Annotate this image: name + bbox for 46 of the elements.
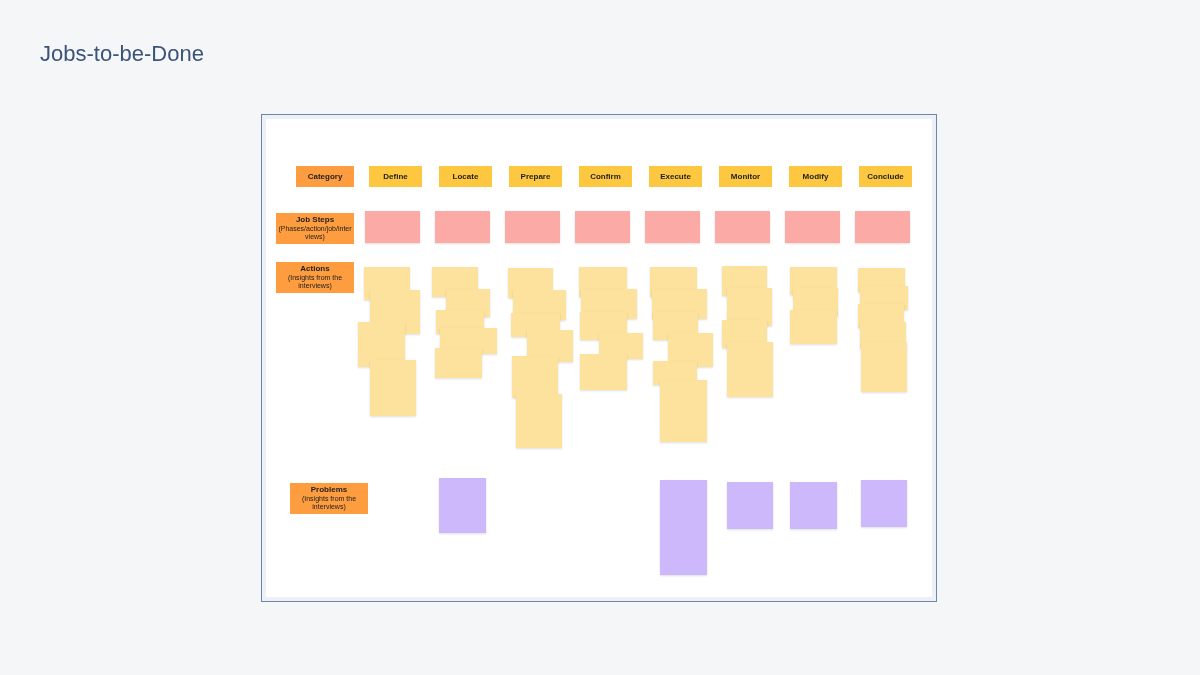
step-header bbox=[859, 166, 912, 187]
sticky-note bbox=[790, 310, 837, 344]
step-header bbox=[719, 166, 772, 187]
heading-text: Monitor bbox=[730, 171, 761, 182]
row-label bbox=[296, 166, 354, 187]
sticky-note bbox=[861, 342, 907, 392]
step-header bbox=[649, 166, 702, 187]
sticky-note bbox=[439, 478, 486, 533]
heading-text: Conclude bbox=[867, 171, 904, 182]
row-label bbox=[276, 213, 354, 244]
heading-text: Confirm bbox=[590, 171, 621, 182]
heading-text: Category bbox=[307, 171, 343, 182]
sticky-note bbox=[435, 211, 490, 243]
sticky-note bbox=[516, 394, 562, 448]
sticky-note bbox=[785, 211, 840, 243]
sticky-note bbox=[365, 211, 420, 243]
sticky-note bbox=[435, 348, 482, 378]
heading-text: Job Steps bbox=[295, 215, 335, 225]
step-header bbox=[509, 166, 562, 187]
step-header bbox=[579, 166, 632, 187]
heading-text: Prepare bbox=[520, 171, 551, 182]
row-label bbox=[276, 262, 354, 293]
heading-text: Modify bbox=[802, 171, 829, 182]
sticky-note bbox=[790, 482, 837, 529]
sticky-note bbox=[660, 380, 707, 442]
step-header bbox=[369, 166, 422, 187]
heading-text: Define bbox=[383, 171, 408, 182]
sticky-note bbox=[505, 211, 560, 243]
sticky-note bbox=[645, 211, 700, 243]
heading-text: Problems bbox=[310, 485, 348, 495]
heading-text: Execute bbox=[660, 171, 691, 182]
sticky-note bbox=[660, 480, 707, 575]
step-header bbox=[789, 166, 842, 187]
row-label bbox=[290, 483, 368, 514]
sticky-note bbox=[727, 482, 773, 529]
sticky-note bbox=[370, 360, 416, 416]
heading-text: Actions bbox=[300, 264, 330, 274]
sticky-note bbox=[861, 480, 907, 527]
sticky-note bbox=[715, 211, 770, 243]
page-title: Jobs-to-be-Done bbox=[40, 41, 204, 67]
heading-text: Locate bbox=[452, 171, 479, 182]
sticky-note bbox=[580, 354, 627, 390]
sticky-note bbox=[855, 211, 910, 243]
step-header bbox=[439, 166, 492, 187]
sticky-note bbox=[727, 342, 773, 397]
sticky-note bbox=[575, 211, 630, 243]
